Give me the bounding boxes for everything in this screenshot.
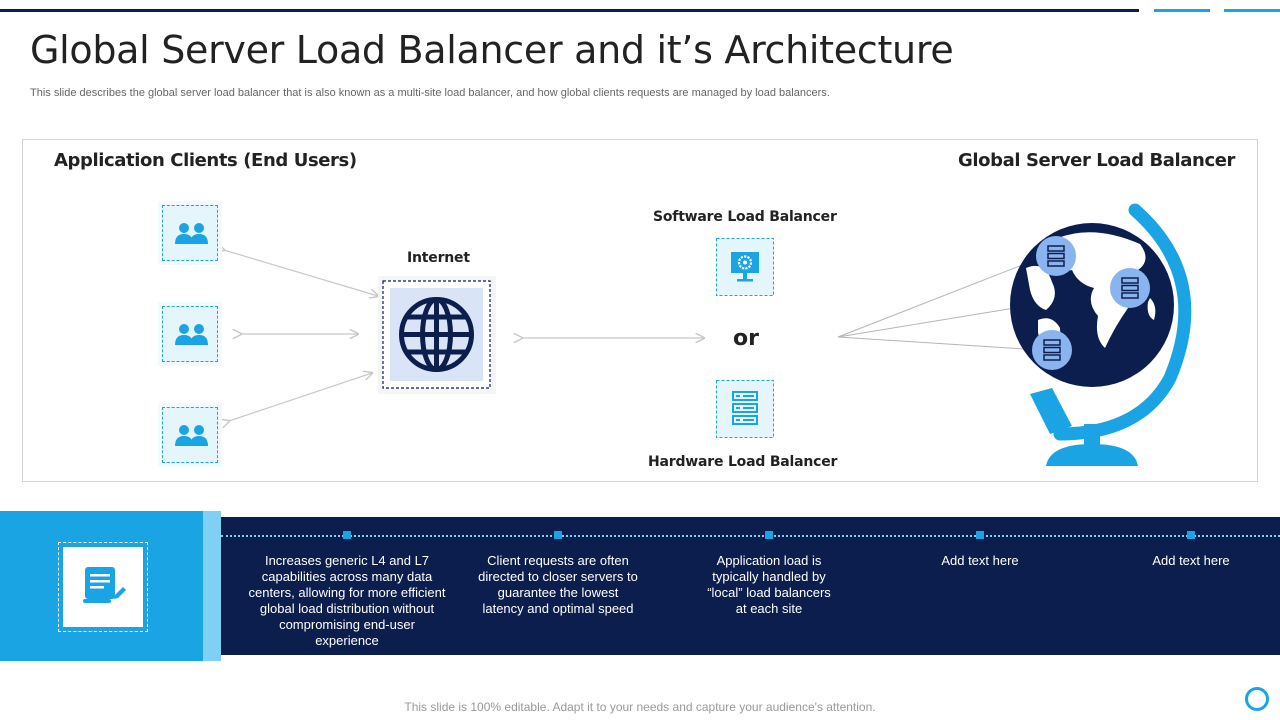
page-title: Global Server Load Balancer and it’s Arc…: [30, 28, 954, 72]
user-group-1: [162, 205, 218, 261]
timeline-dotted-line: [221, 535, 1280, 537]
users-icon: [175, 425, 208, 446]
user-group-2: [162, 306, 218, 362]
hardware-lb-label: Hardware Load Balancer: [648, 454, 838, 470]
internet-label: Internet: [407, 250, 470, 266]
hardware-lb-node: [716, 380, 774, 438]
point-marker-2: [554, 531, 562, 539]
server-node-2: [1110, 268, 1150, 308]
point-text-1: Increases generic L4 and L7 capabilities…: [248, 553, 446, 648]
bottom-accent-strip: [203, 511, 221, 661]
point-text-2: Client requests are often directed to cl…: [478, 553, 638, 616]
internet-node: [378, 276, 496, 394]
point-marker-1: [343, 531, 351, 539]
point-marker-5: [1187, 531, 1195, 539]
point-marker-3: [765, 531, 773, 539]
right-heading: Global Server Load Balancer: [958, 150, 1235, 171]
document-box: [58, 542, 148, 632]
footer-note: This slide is 100% editable. Adapt it to…: [404, 700, 876, 714]
users-icon: [175, 223, 208, 244]
architecture-panel: [22, 139, 1258, 482]
software-lb-label: Software Load Balancer: [653, 209, 837, 225]
point-text-4: Add text here: [941, 553, 1019, 568]
point-text-3: Application load is typically handled by…: [707, 553, 831, 616]
monitor-gear-icon: [731, 252, 759, 282]
point-text-5: Add text here: [1152, 553, 1230, 568]
top-accent-2: [1224, 9, 1280, 12]
users-icon: [175, 324, 208, 345]
top-rule: [0, 9, 1139, 12]
left-heading: Application Clients (End Users): [54, 150, 357, 171]
points-band: [221, 517, 1280, 655]
user-group-3: [162, 407, 218, 463]
globe-icon: [399, 297, 474, 372]
server-node-3: [1032, 330, 1072, 370]
top-accent-1: [1154, 9, 1210, 12]
document-pen-icon: [83, 567, 126, 603]
server-icon: [732, 391, 758, 425]
corner-ring: [1245, 687, 1269, 711]
software-lb-node: [716, 238, 774, 296]
server-node-1: [1036, 236, 1076, 276]
or-label: or: [733, 326, 759, 351]
page-subtitle: This slide describes the global server l…: [30, 87, 830, 99]
point-marker-4: [976, 531, 984, 539]
globe-stand-icon: [1010, 203, 1192, 466]
